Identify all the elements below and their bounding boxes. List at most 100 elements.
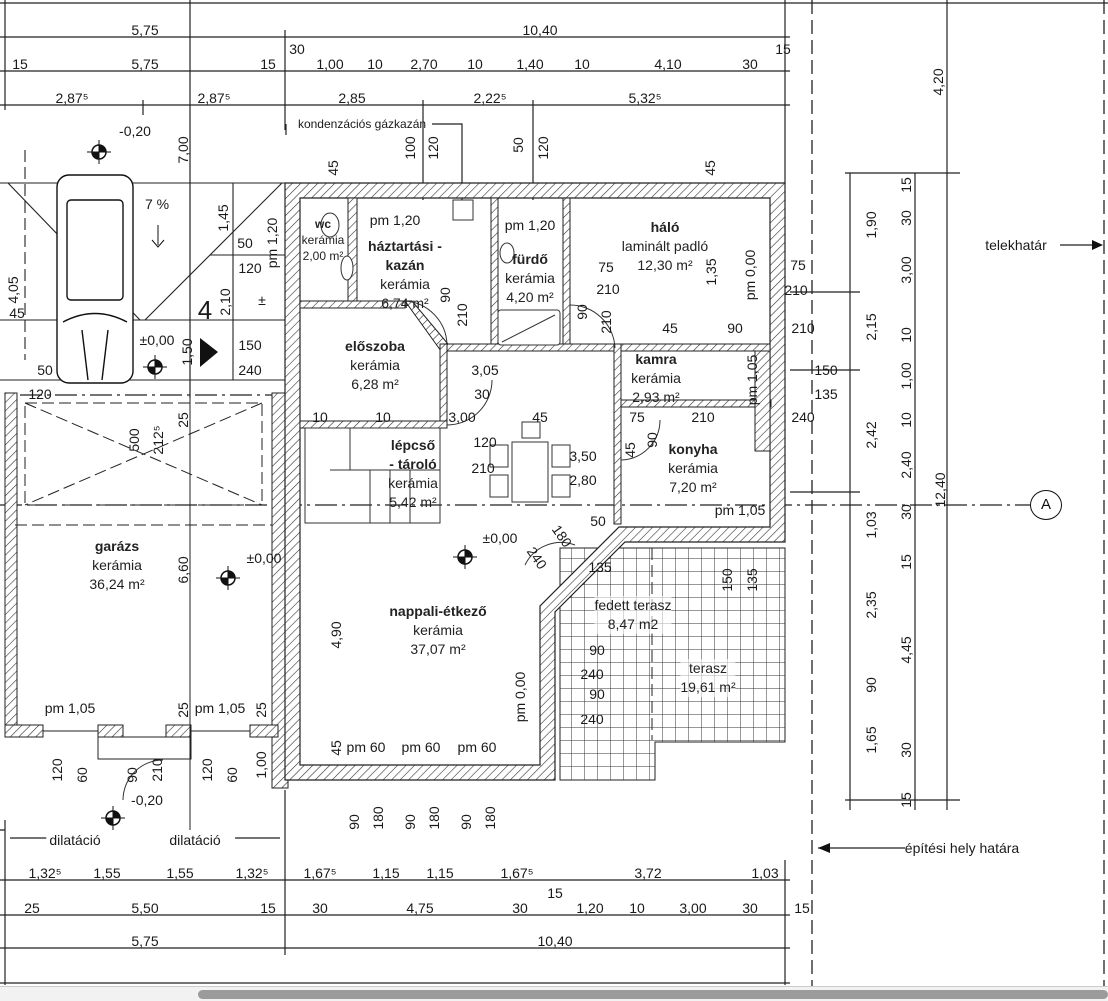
opening-label: pm 0,00 — [742, 249, 758, 301]
dim-text: 1,65 — [863, 726, 879, 754]
dim-text: 4,45 — [898, 636, 914, 664]
room-name: előszoba — [345, 338, 405, 354]
room-area: 5,42 m² — [389, 494, 437, 510]
dim-text: 25 — [24, 900, 40, 916]
dim-text: 90 — [437, 287, 453, 303]
room-floor: kerámia — [92, 557, 142, 573]
dim-text: 90 — [727, 320, 743, 336]
dim-text: 30 — [512, 900, 528, 916]
dim-text: 50 — [37, 362, 53, 378]
room-name: garázs — [94, 538, 140, 554]
dining-table — [489, 421, 571, 503]
dim-text: 2,15 — [863, 313, 879, 341]
room-area: 12,30 m² — [637, 257, 693, 273]
room-floor: kerámia — [388, 475, 438, 491]
dim-text: 5,32⁵ — [628, 90, 662, 106]
room-name: nappali-étkező — [389, 603, 487, 619]
section-mark: 4 — [197, 295, 213, 325]
dim-text: 90 — [863, 677, 879, 693]
dim-text: 15 — [260, 56, 276, 72]
car-icon — [56, 174, 134, 384]
dim-text: 90 — [574, 304, 590, 320]
dim-text: 100 — [402, 136, 418, 160]
room-name-line2: - tároló — [389, 456, 437, 472]
dim-text: 45 — [325, 160, 341, 176]
dim-text: 4,20 — [930, 68, 946, 96]
dim-text: 15 — [260, 900, 276, 916]
dim-text: 10 — [312, 409, 328, 425]
dim-text: 1,55 — [166, 865, 194, 881]
room-area: 4,20 m² — [506, 289, 554, 305]
dim-text: 1,35 — [703, 258, 719, 286]
building-limit-arrow-icon — [818, 843, 830, 853]
telekhatar-arrow-icon — [1092, 240, 1103, 250]
dim-text: 210 — [791, 320, 815, 336]
room-area: 2,00 m² — [302, 249, 344, 263]
top-dimension-lines — [0, 0, 1108, 810]
room-area: 6,28 m² — [351, 376, 399, 392]
dim-text: 25 — [175, 702, 191, 718]
dim-text: 10,40 — [537, 933, 573, 949]
axis-label: A — [1040, 496, 1051, 513]
room-nappali-etkezo: nappali-étkező kerámia 37,07 m² — [389, 602, 486, 659]
dim-text: 30 — [474, 386, 490, 402]
dim-text: 5,75 — [131, 56, 159, 72]
dim-text: 75 — [790, 257, 806, 273]
dim-text: 1,03 — [751, 865, 779, 881]
exterior-walls — [284, 182, 786, 781]
room-name: lépcső — [390, 437, 436, 453]
dim-text: 90 — [458, 814, 474, 830]
dim-text: 10 — [898, 412, 914, 428]
room-wc: wc kerámia 2,00 m² — [302, 216, 345, 264]
dim-text: 120 — [535, 136, 551, 160]
slope-label: 7 % — [144, 196, 170, 212]
opening-label: pm 1,05 — [714, 502, 766, 518]
dim-text: 45 — [702, 160, 718, 176]
dim-text: 1,03 — [863, 511, 879, 539]
room-name: háztartási - — [368, 238, 442, 254]
scrollbar-thumb[interactable] — [198, 990, 1108, 999]
opening-label: pm 1,05 — [44, 700, 96, 716]
horizontal-scrollbar[interactable] — [0, 986, 1108, 1001]
dim-text: 4,75 — [406, 900, 434, 916]
opening-label: pm 1,05 — [744, 354, 760, 406]
dim-text: 210 — [149, 758, 165, 782]
dim-text: 150 — [238, 337, 262, 353]
dim-text: 7,00 — [175, 136, 191, 164]
dim-text: 30 — [312, 900, 328, 916]
dim-text: 15 — [898, 792, 914, 808]
dim-text: ± — [258, 292, 266, 308]
bottom-dimension-lines — [0, 790, 790, 985]
dim-text: 2,87⁵ — [55, 90, 89, 106]
room-fedett-terasz: fedett terasz 8,47 m2 — [594, 596, 672, 634]
dim-text: 30 — [289, 41, 305, 57]
room-floor: kerámia — [668, 460, 718, 476]
dim-text: 120 — [473, 434, 497, 450]
dim-text: 25 — [175, 412, 191, 428]
right-dimension-lines — [790, 172, 1100, 849]
plot-boundary-label: telekhatár — [985, 237, 1047, 253]
room-konyha: konyha kerámia 7,20 m² — [668, 440, 718, 497]
dim-text: 10 — [574, 56, 590, 72]
dim-text: 10,40 — [522, 22, 558, 38]
dim-text: 15 — [794, 900, 810, 916]
room-floor: kerámia — [301, 233, 345, 247]
dim-text: 1,20 — [576, 900, 604, 916]
level-label: -0,20 — [131, 792, 163, 808]
opening-label: pm 0,00 — [512, 671, 528, 723]
dim-text: 3,00 — [448, 409, 476, 425]
dim-text: 1,67⁵ — [303, 865, 337, 881]
dim-text: 150 — [719, 568, 735, 592]
dim-text: 1,00 — [898, 362, 914, 390]
room-eloszoba: előszoba kerámia 6,28 m² — [345, 337, 405, 394]
room-name: kamra — [635, 351, 677, 367]
dim-text: 2,87⁵ — [197, 90, 231, 106]
dim-text: 2,85 — [338, 90, 366, 106]
dim-text: 75 — [598, 259, 614, 275]
dim-text: 30 — [898, 742, 914, 758]
room-area: 37,07 m² — [410, 641, 466, 657]
dim-text: 2,70 — [410, 56, 438, 72]
expansion-joint-label: dilatáció — [46, 833, 104, 847]
dim-text: 4,10 — [654, 56, 682, 72]
dim-text: 12,40 — [932, 472, 948, 508]
